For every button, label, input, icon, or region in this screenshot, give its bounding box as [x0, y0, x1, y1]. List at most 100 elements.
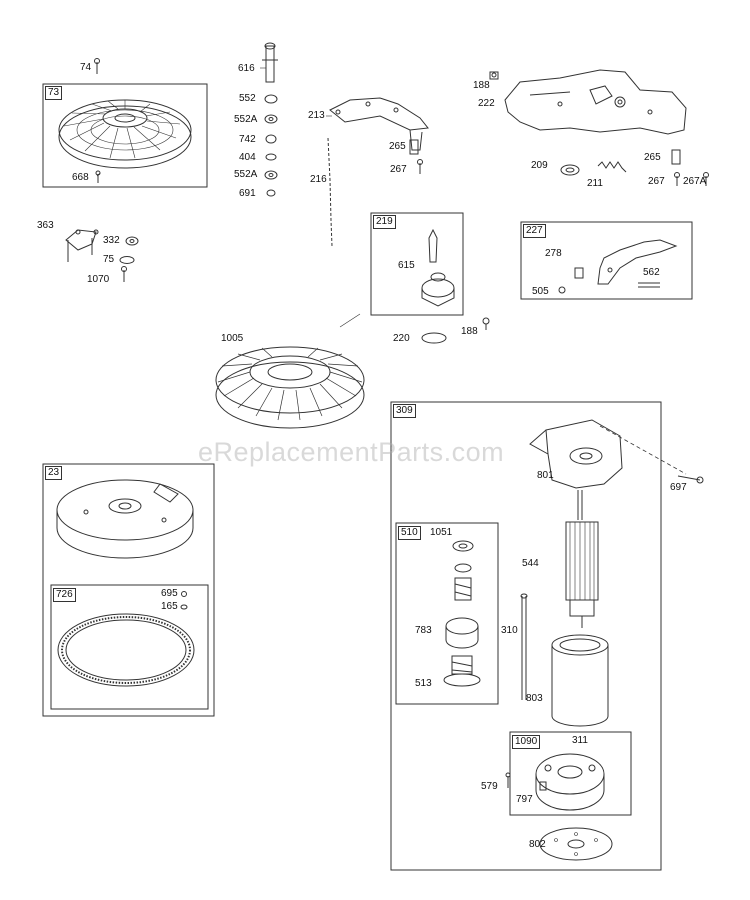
callout-220: 220 — [393, 333, 410, 344]
callout-552a-1: 552A — [234, 114, 258, 125]
callout-695: 695 — [161, 588, 178, 599]
plate-802 — [540, 828, 612, 860]
callout-579: 579 — [481, 781, 498, 792]
box-219-frame — [371, 213, 463, 315]
plate-220 — [422, 333, 446, 343]
callout-802: 802 — [529, 839, 546, 850]
governor-rod-216 — [328, 138, 332, 246]
callout-562: 562 — [643, 267, 660, 278]
callout-209: 209 — [531, 160, 548, 171]
callout-742: 742 — [239, 134, 256, 145]
washer-278 — [575, 268, 583, 278]
box-label-227: 227 — [523, 224, 546, 238]
callout-1051: 1051 — [430, 527, 453, 538]
drive-stack-510 — [444, 541, 480, 686]
leader-lines — [97, 68, 360, 327]
control-bracket-222 — [505, 70, 686, 134]
callout-213: 213 — [308, 110, 325, 121]
box-label-309: 309 — [393, 404, 416, 418]
blower-housing-grille — [59, 100, 191, 168]
callout-188-b: 188 — [461, 326, 478, 337]
spring-265-a — [410, 140, 418, 154]
callout-697: 697 — [670, 482, 687, 493]
box-726-frame — [51, 585, 208, 709]
bolt-562 — [638, 283, 660, 287]
callout-211: 211 — [587, 178, 603, 189]
callout-616: 616 — [238, 63, 255, 74]
washer-stack — [265, 95, 277, 196]
screw-668 — [96, 171, 100, 183]
callout-311: 311 — [572, 735, 588, 746]
box-label-726: 726 — [53, 588, 76, 602]
nut-505 — [559, 287, 565, 293]
callout-803: 803 — [526, 693, 543, 704]
flywheel-fan-1005 — [216, 347, 364, 428]
callout-544: 544 — [522, 558, 539, 569]
lever-227 — [598, 240, 676, 284]
box-510-frame — [396, 523, 498, 704]
spring-211 — [598, 162, 626, 172]
box-label-73: 73 — [45, 86, 63, 100]
washer-165 — [181, 605, 187, 609]
governor-lever-213 — [330, 98, 428, 150]
spring-209 — [561, 165, 579, 175]
callout-404: 404 — [239, 152, 256, 163]
spring-265-b — [672, 150, 680, 164]
callout-332: 332 — [103, 235, 120, 246]
box-label-23: 23 — [45, 466, 63, 480]
screw-74 — [95, 59, 100, 75]
screw-695 — [182, 592, 187, 597]
callout-74: 74 — [80, 62, 92, 73]
nut-332 — [126, 237, 138, 245]
end-cap-1090 — [536, 754, 604, 810]
callout-265-b: 265 — [644, 152, 661, 163]
callout-505: 505 — [532, 286, 549, 297]
callout-265-a: 265 — [389, 141, 406, 152]
callout-188-a: 188 — [473, 80, 490, 91]
ring-gear-726 — [58, 614, 194, 686]
frame-803 — [552, 635, 608, 726]
brush-797 — [540, 782, 546, 790]
callout-267a: 267A — [683, 176, 707, 187]
flywheel-23 — [57, 480, 193, 558]
box-23-frame — [43, 464, 214, 716]
screw-267-b — [675, 173, 680, 187]
callout-691: 691 — [239, 188, 256, 199]
callout-363: 363 — [37, 220, 54, 231]
callout-75: 75 — [103, 254, 115, 265]
governor-shaft-616 — [262, 43, 278, 82]
box-73-frame — [43, 84, 207, 187]
callout-513: 513 — [415, 678, 432, 689]
box-label-1090: 1090 — [512, 735, 541, 749]
screw-267a — [704, 173, 709, 187]
starter-bracket-801 — [530, 420, 622, 488]
callout-222: 222 — [478, 98, 495, 109]
thru-bolt-310 — [521, 594, 527, 700]
dashed-leader-697 — [600, 426, 686, 474]
bracket-363 — [66, 230, 98, 262]
screw-188-b — [483, 318, 489, 330]
watermark: eReplacementParts.com — [198, 437, 505, 467]
screw-267-a — [418, 160, 423, 175]
callout-552a-2: 552A — [234, 169, 258, 180]
washer-75 — [120, 257, 134, 264]
callout-1070: 1070 — [87, 274, 110, 285]
callout-783: 783 — [415, 625, 432, 636]
callout-267-a: 267 — [390, 164, 407, 175]
governor-gear-219 — [422, 230, 454, 306]
screw-579 — [506, 773, 510, 788]
callout-267-b: 267 — [648, 176, 665, 187]
callout-552: 552 — [239, 93, 256, 104]
box-label-219: 219 — [373, 215, 396, 229]
box-227-frame — [521, 222, 692, 299]
box-label-510: 510 — [398, 526, 421, 540]
callout-165: 165 — [161, 601, 178, 612]
callout-797: 797 — [516, 794, 533, 805]
screw-1070 — [122, 267, 127, 283]
armature-544 — [566, 490, 598, 628]
bolt-697 — [678, 476, 703, 483]
callout-668: 668 — [72, 172, 89, 183]
callout-801: 801 — [537, 470, 554, 481]
callout-615: 615 — [398, 260, 415, 271]
